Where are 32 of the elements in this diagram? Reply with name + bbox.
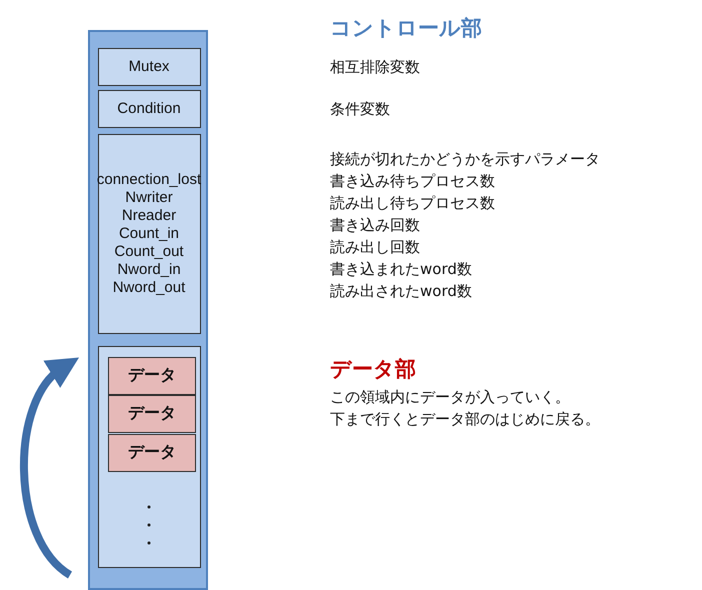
- section-heading: データ部: [330, 356, 416, 383]
- parameter-name: Nword_in: [117, 260, 181, 278]
- data-box: [108, 357, 196, 395]
- node-label: Condition: [117, 100, 181, 118]
- description-text: この領域内にデータが入っていく。: [330, 388, 570, 406]
- description-text: 条件変数: [330, 100, 390, 118]
- node-label: Mutex: [128, 58, 170, 76]
- description-text: 読み出し回数: [330, 238, 420, 256]
- node-label: データ: [128, 367, 176, 385]
- variable-box: [98, 48, 200, 86]
- parameter-name: Count_in: [118, 224, 180, 242]
- data-box: [108, 434, 196, 472]
- parameter-box: [98, 134, 200, 334]
- description-text: 書き込まれたword数: [330, 260, 472, 278]
- description-text: 接続が切れたかどうかを示すパラメータ: [330, 150, 600, 168]
- description-text: 相互排除変数: [330, 58, 420, 76]
- description-text: 読み出し待ちプロセス数: [330, 194, 495, 212]
- parameter-name: Nword_out: [112, 278, 186, 296]
- description-text: 下まで行くとデータ部のはじめに戻る。: [330, 410, 600, 428]
- parameter-name: Nreader: [122, 206, 176, 224]
- data-area: [98, 346, 200, 568]
- description-text: 書き込み待ちプロセス数: [330, 172, 495, 190]
- memory-block: [88, 30, 208, 590]
- data-box: [108, 395, 196, 433]
- parameter-name: Nwriter: [125, 188, 173, 206]
- parameter-name: Count_out: [114, 242, 184, 260]
- description-text: 読み出されたword数: [330, 282, 472, 300]
- node-label: データ: [128, 444, 176, 462]
- node-label: データ: [128, 405, 176, 423]
- description-text: 書き込み回数: [330, 216, 420, 234]
- variable-box: [98, 90, 200, 128]
- section-heading: コントロール部: [330, 15, 482, 42]
